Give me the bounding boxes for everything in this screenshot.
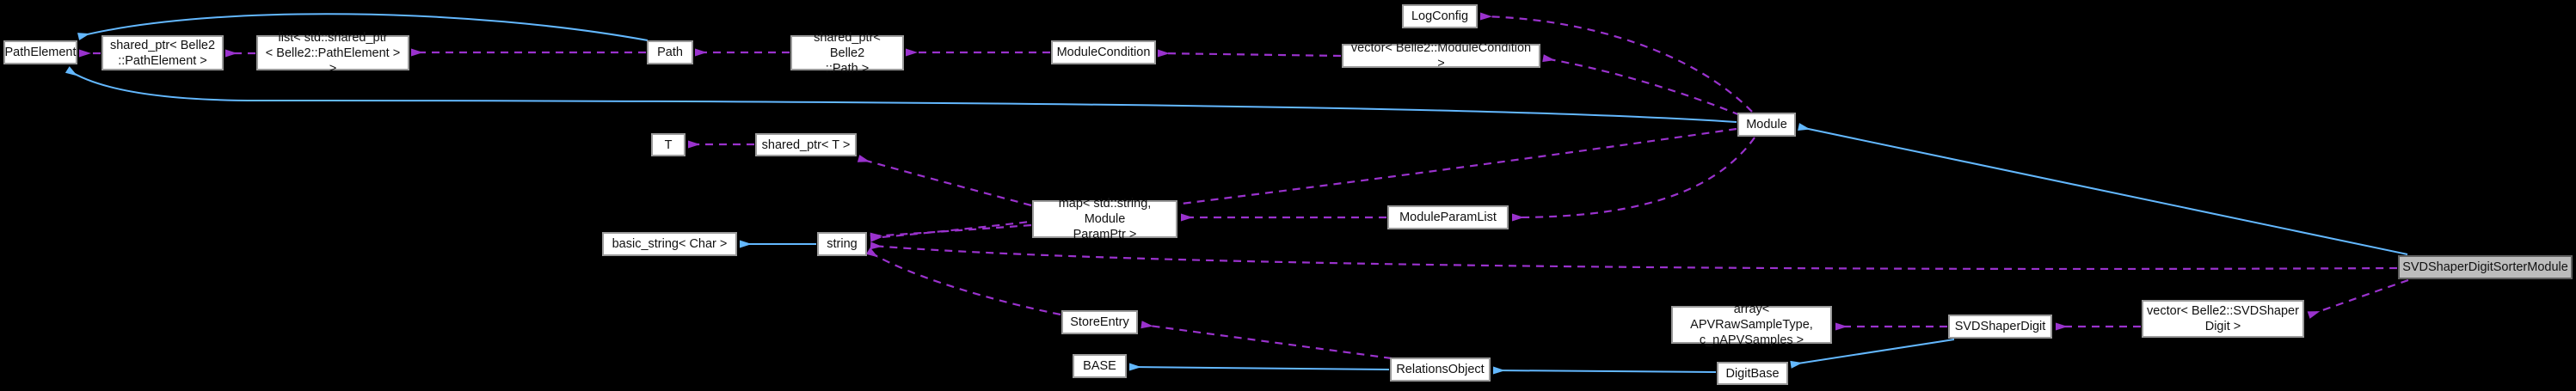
node-shared-ptr-t[interactable]: shared_ptr< T > [755,133,857,156]
node-svdshaperdigitsortermodule[interactable]: SVDShaperDigitSorterModule [2398,255,2573,279]
node-logconfig[interactable]: LogConfig [1402,4,1478,28]
edge-map-to-sharedptrt [857,155,1032,207]
node-shared-ptr-pathelement[interactable]: shared_ptr< Belle2 ::PathElement > [101,35,224,70]
edge-sorter-to-string [870,241,2398,271]
node-vector-svdshaperdigit[interactable]: vector< Belle2::SVDShaper Digit > [2142,300,2304,338]
node-basic-string[interactable]: basic_string< Char > [602,232,737,256]
node-array-apvrawsampletype[interactable]: array< APVRawSampleType, c_nAPVSamples > [1671,302,1832,347]
node-moduleparamlist[interactable]: ModuleParamList [1387,205,1509,229]
edge-digitbase-to-relationsobject [1492,366,1717,375]
edge-vectormodulecondition-to-modulecondition [1157,49,1342,58]
node-vector-modulecondition[interactable]: vector< Belle2::ModuleCondition > [1342,41,1540,70]
edge-module-to-string [870,127,1737,242]
node-t[interactable]: T [651,133,685,156]
edge-storeentry-to-string [865,247,1061,316]
edge-module-to-vectormodulecondition [1542,54,1741,117]
node-base[interactable]: BASE [1073,354,1127,378]
edge-module-to-moduleparamlist [1511,137,1755,222]
edge-svdshaperdigit-to-digitbase [1790,339,1955,369]
edge-path-to-pathelement [77,13,649,41]
node-relationsobject[interactable]: RelationsObject [1390,357,1491,382]
node-string[interactable]: string [817,232,867,256]
edge-module-to-pathelement [65,66,1737,123]
edge-sorter-to-module [1798,123,2408,255]
node-modulecondition[interactable]: ModuleCondition [1051,40,1156,64]
node-shared-ptr-path[interactable]: shared_ptr< Belle2 ::Path > [790,31,904,76]
edge-relationsobject-to-base [1128,363,1390,371]
node-pathelement[interactable]: PathElement [3,40,77,64]
node-svdshaperdigit[interactable]: SVDShaperDigit [1948,315,2052,339]
edge-relationsobject-to-storeentry [1140,321,1393,360]
node-list-shared-ptr[interactable]: list< std::shared_ptr < Belle2::PathElem… [256,31,409,76]
edge-sorter-to-vectorsvd [2307,278,2409,319]
node-map-moduleparamptr[interactable]: map< std::string, Module ParamPtr > [1032,197,1177,241]
node-digitbase[interactable]: DigitBase [1717,362,1788,385]
edge-module-to-logconfig [1479,12,1753,113]
node-path[interactable]: Path [647,40,693,64]
node-storeentry[interactable]: StoreEntry [1061,310,1138,334]
node-module[interactable]: Module [1737,113,1796,137]
